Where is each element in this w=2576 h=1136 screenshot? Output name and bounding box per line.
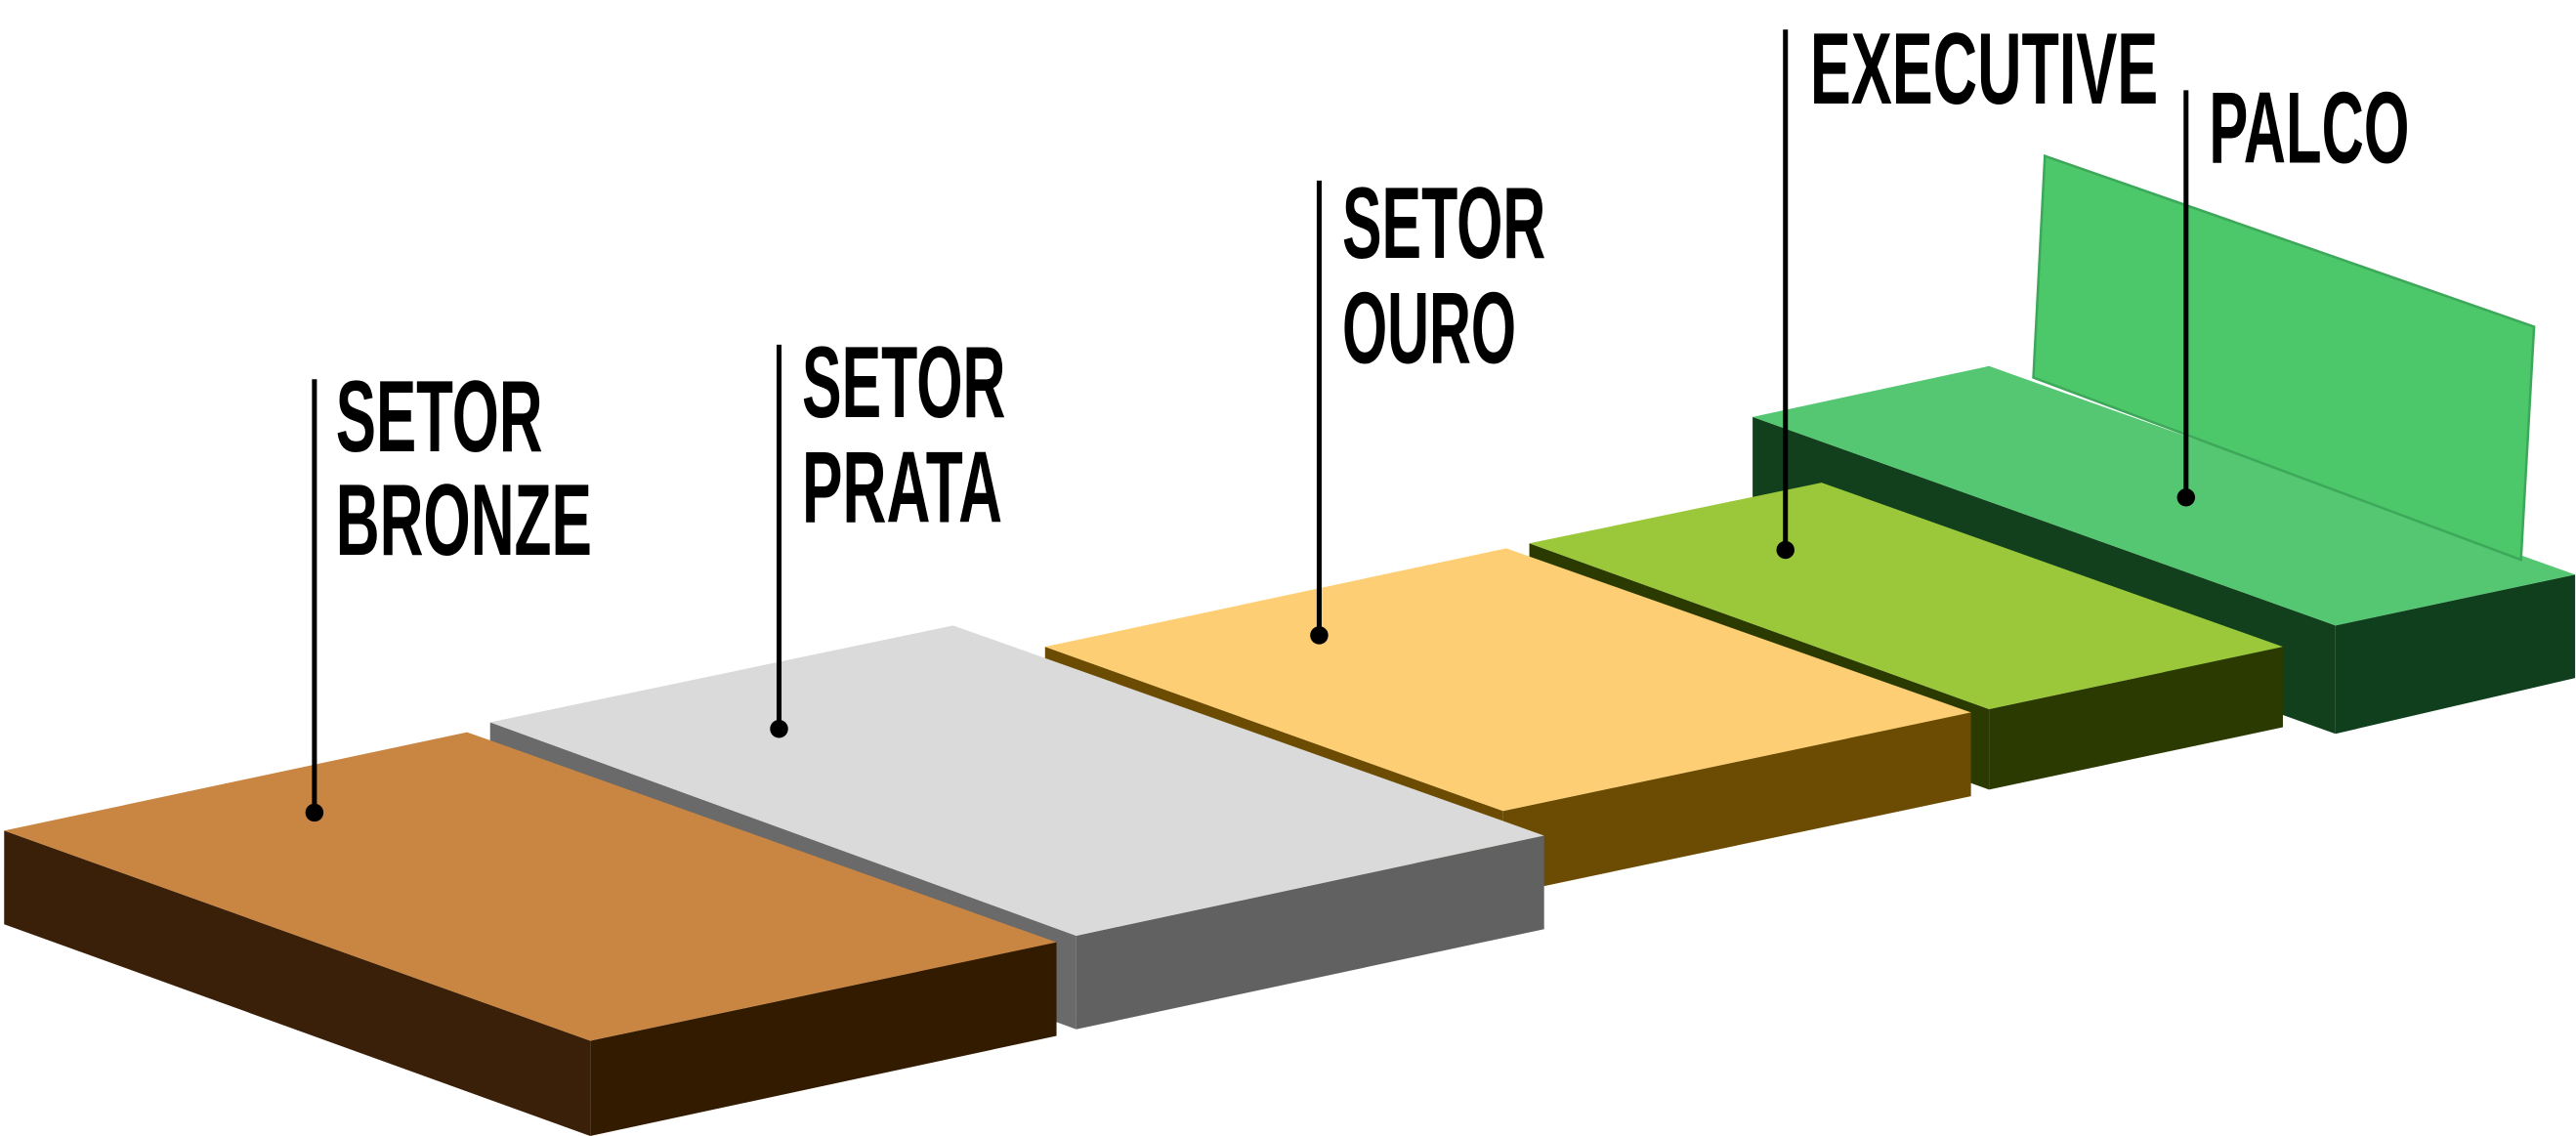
- marker-dot: [1776, 540, 1795, 560]
- prata-top: [489, 625, 1544, 936]
- bronze-right-face: [590, 942, 1057, 1136]
- marker-dot: [770, 719, 788, 738]
- prata-right-face: [1076, 835, 1544, 1030]
- palco-right-face: [2335, 574, 2576, 735]
- ouro-right-face: [1502, 712, 1971, 895]
- label-line2: PRATA: [802, 431, 1002, 544]
- marker-dot: [2176, 487, 2196, 507]
- label-line2: BRONZE: [336, 464, 592, 577]
- label-ouro: SETOR OURO: [1310, 167, 1545, 645]
- sector-bronze: [4, 732, 1057, 1136]
- label-executive: EXECUTIVE: [1776, 13, 2158, 560]
- executive-top: [1529, 483, 2283, 710]
- palco-top: [1753, 365, 2576, 626]
- executive-right-face: [1989, 647, 2283, 790]
- label-palco: PALCO: [2176, 71, 2409, 507]
- label-line1: SETOR: [1342, 167, 1545, 280]
- bronze-top: [4, 732, 1057, 1041]
- label-prata: SETOR PRATA: [770, 326, 1005, 738]
- label-line1: SETOR: [802, 326, 1005, 440]
- label-line1: PALCO: [2209, 71, 2409, 185]
- label-line1: SETOR: [336, 360, 543, 474]
- label-line1: EXECUTIVE: [1810, 13, 2158, 126]
- marker-dot: [305, 803, 324, 822]
- label-line2: OURO: [1342, 272, 1516, 385]
- marker-dot: [1310, 626, 1329, 645]
- bronze-left-face: [4, 830, 591, 1136]
- ouro-top: [1044, 548, 1971, 812]
- label-bronze: SETOR BRONZE: [305, 360, 592, 822]
- palco-stage-wall: [2032, 153, 2536, 562]
